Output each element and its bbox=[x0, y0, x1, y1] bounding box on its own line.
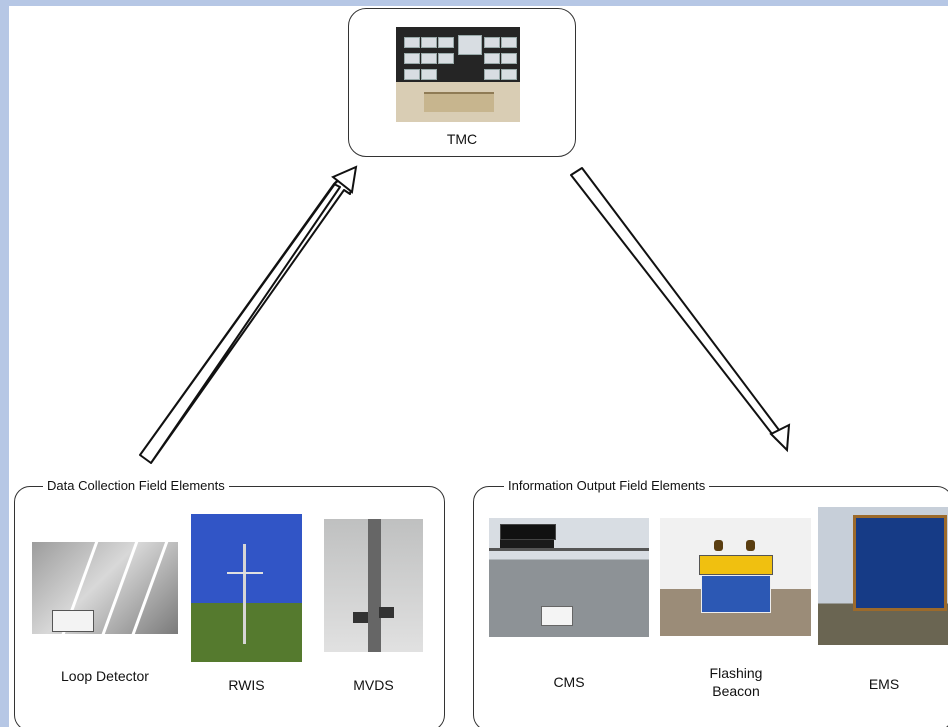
down-arrow-head bbox=[769, 423, 791, 453]
ems-image bbox=[818, 507, 948, 645]
mvds-label: MVDS bbox=[353, 677, 394, 693]
flashing-beacon-image bbox=[660, 518, 811, 636]
top-frame-bar bbox=[0, 0, 948, 6]
loop-detector-label: Loop Detector bbox=[61, 668, 149, 684]
rwis-image bbox=[191, 514, 302, 662]
mvds-image bbox=[324, 519, 423, 652]
arrow-from-tmc bbox=[570, 167, 791, 453]
up-arrow-head bbox=[331, 165, 358, 194]
left-frame-bar bbox=[0, 0, 9, 727]
data-collection-group: Data Collection Field Elements bbox=[14, 478, 445, 727]
tmc-control-room-image bbox=[396, 27, 520, 122]
cms-label: CMS bbox=[553, 674, 585, 690]
down-arrow-shaft bbox=[570, 167, 783, 440]
information-output-title: Information Output Field Elements bbox=[504, 478, 710, 493]
arrow-to-tmc bbox=[139, 165, 358, 464]
cms-image bbox=[489, 518, 649, 637]
tmc-node: TMC bbox=[348, 8, 576, 157]
information-output-group: Information Output Field Elements bbox=[473, 478, 948, 727]
data-collection-title: Data Collection Field Elements bbox=[43, 478, 229, 493]
ems-label: EMS bbox=[868, 676, 900, 692]
flashing-beacon-label: Flashing Beacon bbox=[709, 665, 763, 699]
up-arrow-shaft bbox=[139, 167, 356, 464]
tmc-label: TMC bbox=[446, 131, 478, 147]
rwis-label: RWIS bbox=[228, 677, 265, 693]
loop-detector-image bbox=[32, 542, 178, 634]
